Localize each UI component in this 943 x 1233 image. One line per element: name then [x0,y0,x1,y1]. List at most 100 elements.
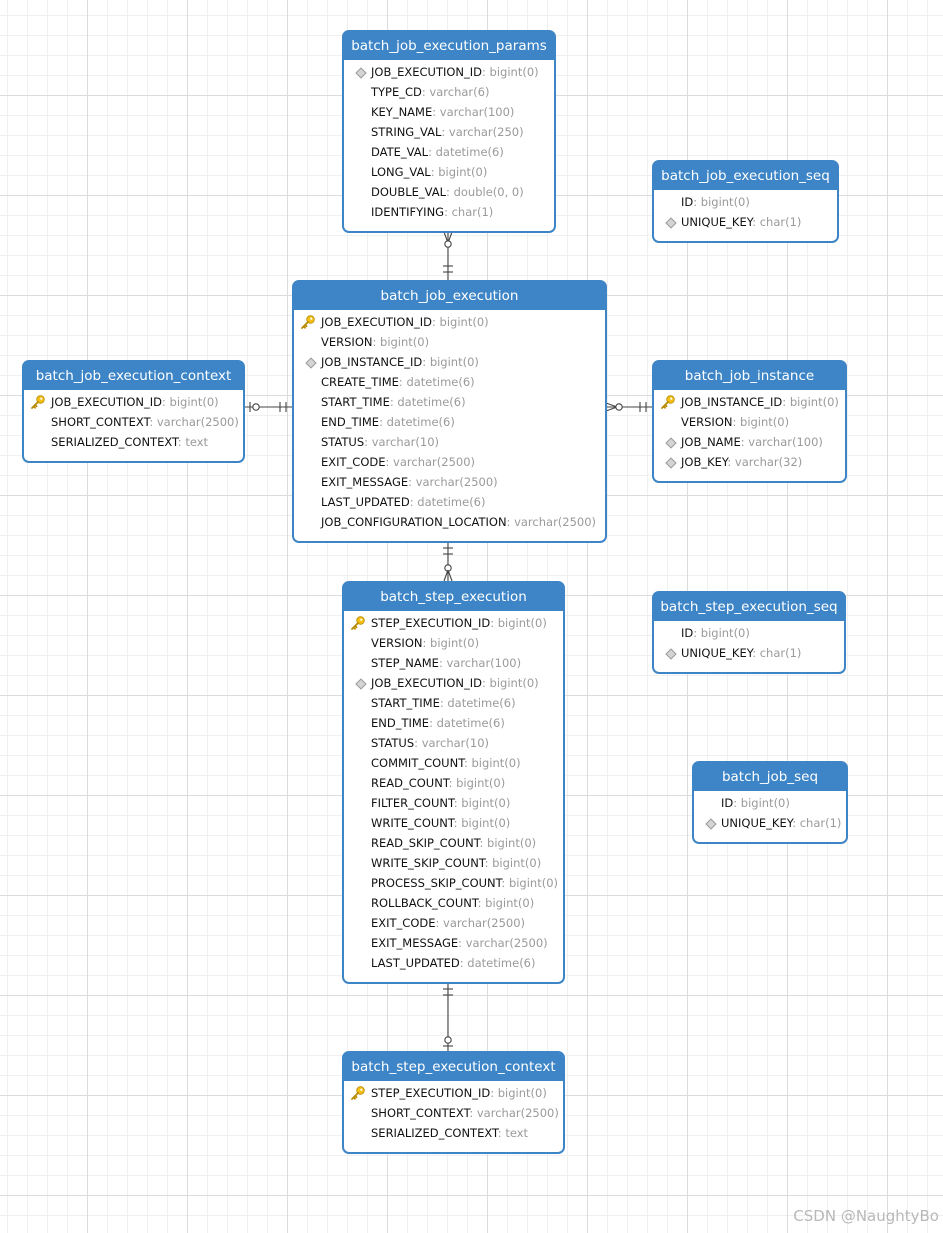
column-row-job-execution-id[interactable]: JOB_EXECUTION_ID: bigint(0) [24,392,243,412]
column-type: datetime(6) [406,375,475,389]
column-list: JOB_EXECUTION_ID: bigint(0) VERSION: bigi… [294,310,605,532]
column-row-date-val[interactable]: DATE_VAL: datetime(6) [371,145,504,159]
column-name: EXIT_CODE [321,455,386,469]
column-row-exit-code[interactable]: EXIT_CODE: varchar(2500) [371,916,526,930]
column-row-write-count[interactable]: WRITE_COUNT: bigint(0) [371,816,511,830]
column-row-end-time[interactable]: END_TIME: datetime(6) [371,716,505,730]
column-type: char(1) [799,816,842,830]
column-name: JOB_INSTANCE_ID [681,395,783,409]
column-row-step-execution-id[interactable]: STEP_EXECUTION_ID: bigint(0) [344,1083,563,1103]
column-row-job-key[interactable]: JOB_KEY: varchar(32) [654,452,845,472]
column-row-commit-count[interactable]: COMMIT_COUNT: bigint(0) [371,756,521,770]
column-row-end-time[interactable]: END_TIME: datetime(6) [321,415,455,429]
table-header[interactable]: batch_step_execution_context [344,1053,563,1081]
column-row-long-val[interactable]: LONG_VAL: bigint(0) [371,165,488,179]
column-row-job-name[interactable]: JOB_NAME: varchar(100) [654,432,845,452]
column-row-short-context[interactable]: SHORT_CONTEXT: varchar(2500) [51,415,239,429]
column-row-serialized-context[interactable]: SERIALIZED_CONTEXT: text [371,1126,529,1140]
table-header[interactable]: batch_step_execution [344,583,563,611]
table-header[interactable]: batch_step_execution_seq [654,593,844,621]
table-header[interactable]: batch_job_execution_params [344,32,554,60]
column-row-exit-code[interactable]: EXIT_CODE: varchar(2500) [321,455,476,469]
column-row-job-instance-id[interactable]: JOB_INSTANCE_ID: bigint(0) [294,352,605,372]
column-row-string-val[interactable]: STRING_VAL: varchar(250) [371,125,524,139]
column-name: LAST_UPDATED [321,495,410,509]
column-row-unique-key[interactable]: UNIQUE_KEY: char(1) [694,813,846,833]
column-type: varchar(2500) [514,515,597,529]
column-type: bigint(0) [485,896,535,910]
column-row-version[interactable]: VERSION: bigint(0) [321,335,430,349]
column-name: UNIQUE_KEY [721,816,793,830]
column-name: KEY_NAME [371,105,433,119]
table-header[interactable]: batch_job_seq [694,763,846,791]
table-header[interactable]: batch_job_execution_seq [654,162,837,190]
column-name: EXIT_CODE [371,916,436,930]
column-row-write-skip-count[interactable]: WRITE_SKIP_COUNT: bigint(0) [371,856,542,870]
column-type: bigint(0) [487,836,537,850]
column-row-last-updated[interactable]: LAST_UPDATED: datetime(6) [371,956,536,970]
column-row-step-name[interactable]: STEP_NAME: varchar(100) [371,656,522,670]
table-header[interactable]: batch_job_execution_context [24,362,243,390]
column-row-status[interactable]: STATUS: varchar(10) [371,736,490,750]
column-row-process-skip-count[interactable]: PROCESS_SKIP_COUNT: bigint(0) [371,876,559,890]
column-row-identifying[interactable]: IDENTIFYING: char(1) [371,205,494,219]
column-type: bigint(0) [430,636,480,650]
column-type: varchar(2500) [476,1106,559,1120]
column-row-filter-count[interactable]: FILTER_COUNT: bigint(0) [371,796,511,810]
column-row-key-name[interactable]: KEY_NAME: varchar(100) [371,105,515,119]
column-name: TYPE_CD [371,85,422,99]
column-row-id[interactable]: ID: bigint(0) [681,195,750,209]
column-row-job-execution-id[interactable]: JOB_EXECUTION_ID: bigint(0) [344,62,554,82]
column-type: bigint(0) [492,856,542,870]
column-row-read-count[interactable]: READ_COUNT: bigint(0) [371,776,506,790]
column-name: JOB_CONFIGURATION_LOCATION [321,515,507,529]
column-name: STEP_EXECUTION_ID [371,1086,491,1100]
column-row-start-time[interactable]: START_TIME: datetime(6) [371,696,516,710]
column-row-exit-message[interactable]: EXIT_MESSAGE: varchar(2500) [371,936,548,950]
column-type: bigint(0) [740,415,790,429]
table-header[interactable]: batch_job_instance [654,362,845,390]
column-row-rollback-count[interactable]: ROLLBACK_COUNT: bigint(0) [371,896,535,910]
column-row-create-time[interactable]: CREATE_TIME: datetime(6) [321,375,475,389]
column-name: JOB_EXECUTION_ID [321,315,433,329]
table-header[interactable]: batch_job_execution [294,282,605,310]
column-type: datetime(6) [436,716,505,730]
column-row-read-skip-count[interactable]: READ_SKIP_COUNT: bigint(0) [371,836,537,850]
column-row-last-updated[interactable]: LAST_UPDATED: datetime(6) [321,495,486,509]
column-row-unique-key[interactable]: UNIQUE_KEY: char(1) [654,643,844,663]
column-name: JOB_EXECUTION_ID [371,65,483,79]
column-row-unique-key[interactable]: UNIQUE_KEY: char(1) [654,212,837,232]
column-row-start-time[interactable]: START_TIME: datetime(6) [321,395,466,409]
column-row-type-cd[interactable]: TYPE_CD: varchar(6) [371,85,490,99]
column-row-double-val[interactable]: DOUBLE_VAL: double(0, 0) [371,185,524,199]
column-row-job-execution-id[interactable]: JOB_EXECUTION_ID: bigint(0) [294,312,605,332]
column-row-step-execution-id[interactable]: STEP_EXECUTION_ID: bigint(0) [344,613,563,633]
column-row-version[interactable]: VERSION: bigint(0) [681,415,790,429]
column-row-id[interactable]: ID: bigint(0) [721,796,790,810]
column-type: bigint(0) [700,626,750,640]
column-name: JOB_INSTANCE_ID [321,355,423,369]
column-name: STEP_NAME [371,656,439,670]
column-type: bigint(0) [461,816,511,830]
column-row-version[interactable]: VERSION: bigint(0) [371,636,480,650]
column-row-job-instance-id[interactable]: JOB_INSTANCE_ID: bigint(0) [654,392,845,412]
column-row-status[interactable]: STATUS: varchar(10) [321,435,440,449]
column-row-short-context[interactable]: SHORT_CONTEXT: varchar(2500) [371,1106,559,1120]
column-row-id[interactable]: ID: bigint(0) [681,626,750,640]
column-row-exit-message[interactable]: EXIT_MESSAGE: varchar(2500) [321,475,498,489]
column-row-job-configuration-location[interactable]: JOB_CONFIGURATION_LOCATION: varchar(2500… [321,515,597,529]
column-row-serialized-context[interactable]: SERIALIZED_CONTEXT: text [51,435,209,449]
column-list: STEP_EXECUTION_ID: bigint(0) VERSION: big… [344,611,563,973]
column-name: STATUS [321,435,365,449]
column-row-job-execution-id[interactable]: JOB_EXECUTION_ID: bigint(0) [344,673,563,693]
